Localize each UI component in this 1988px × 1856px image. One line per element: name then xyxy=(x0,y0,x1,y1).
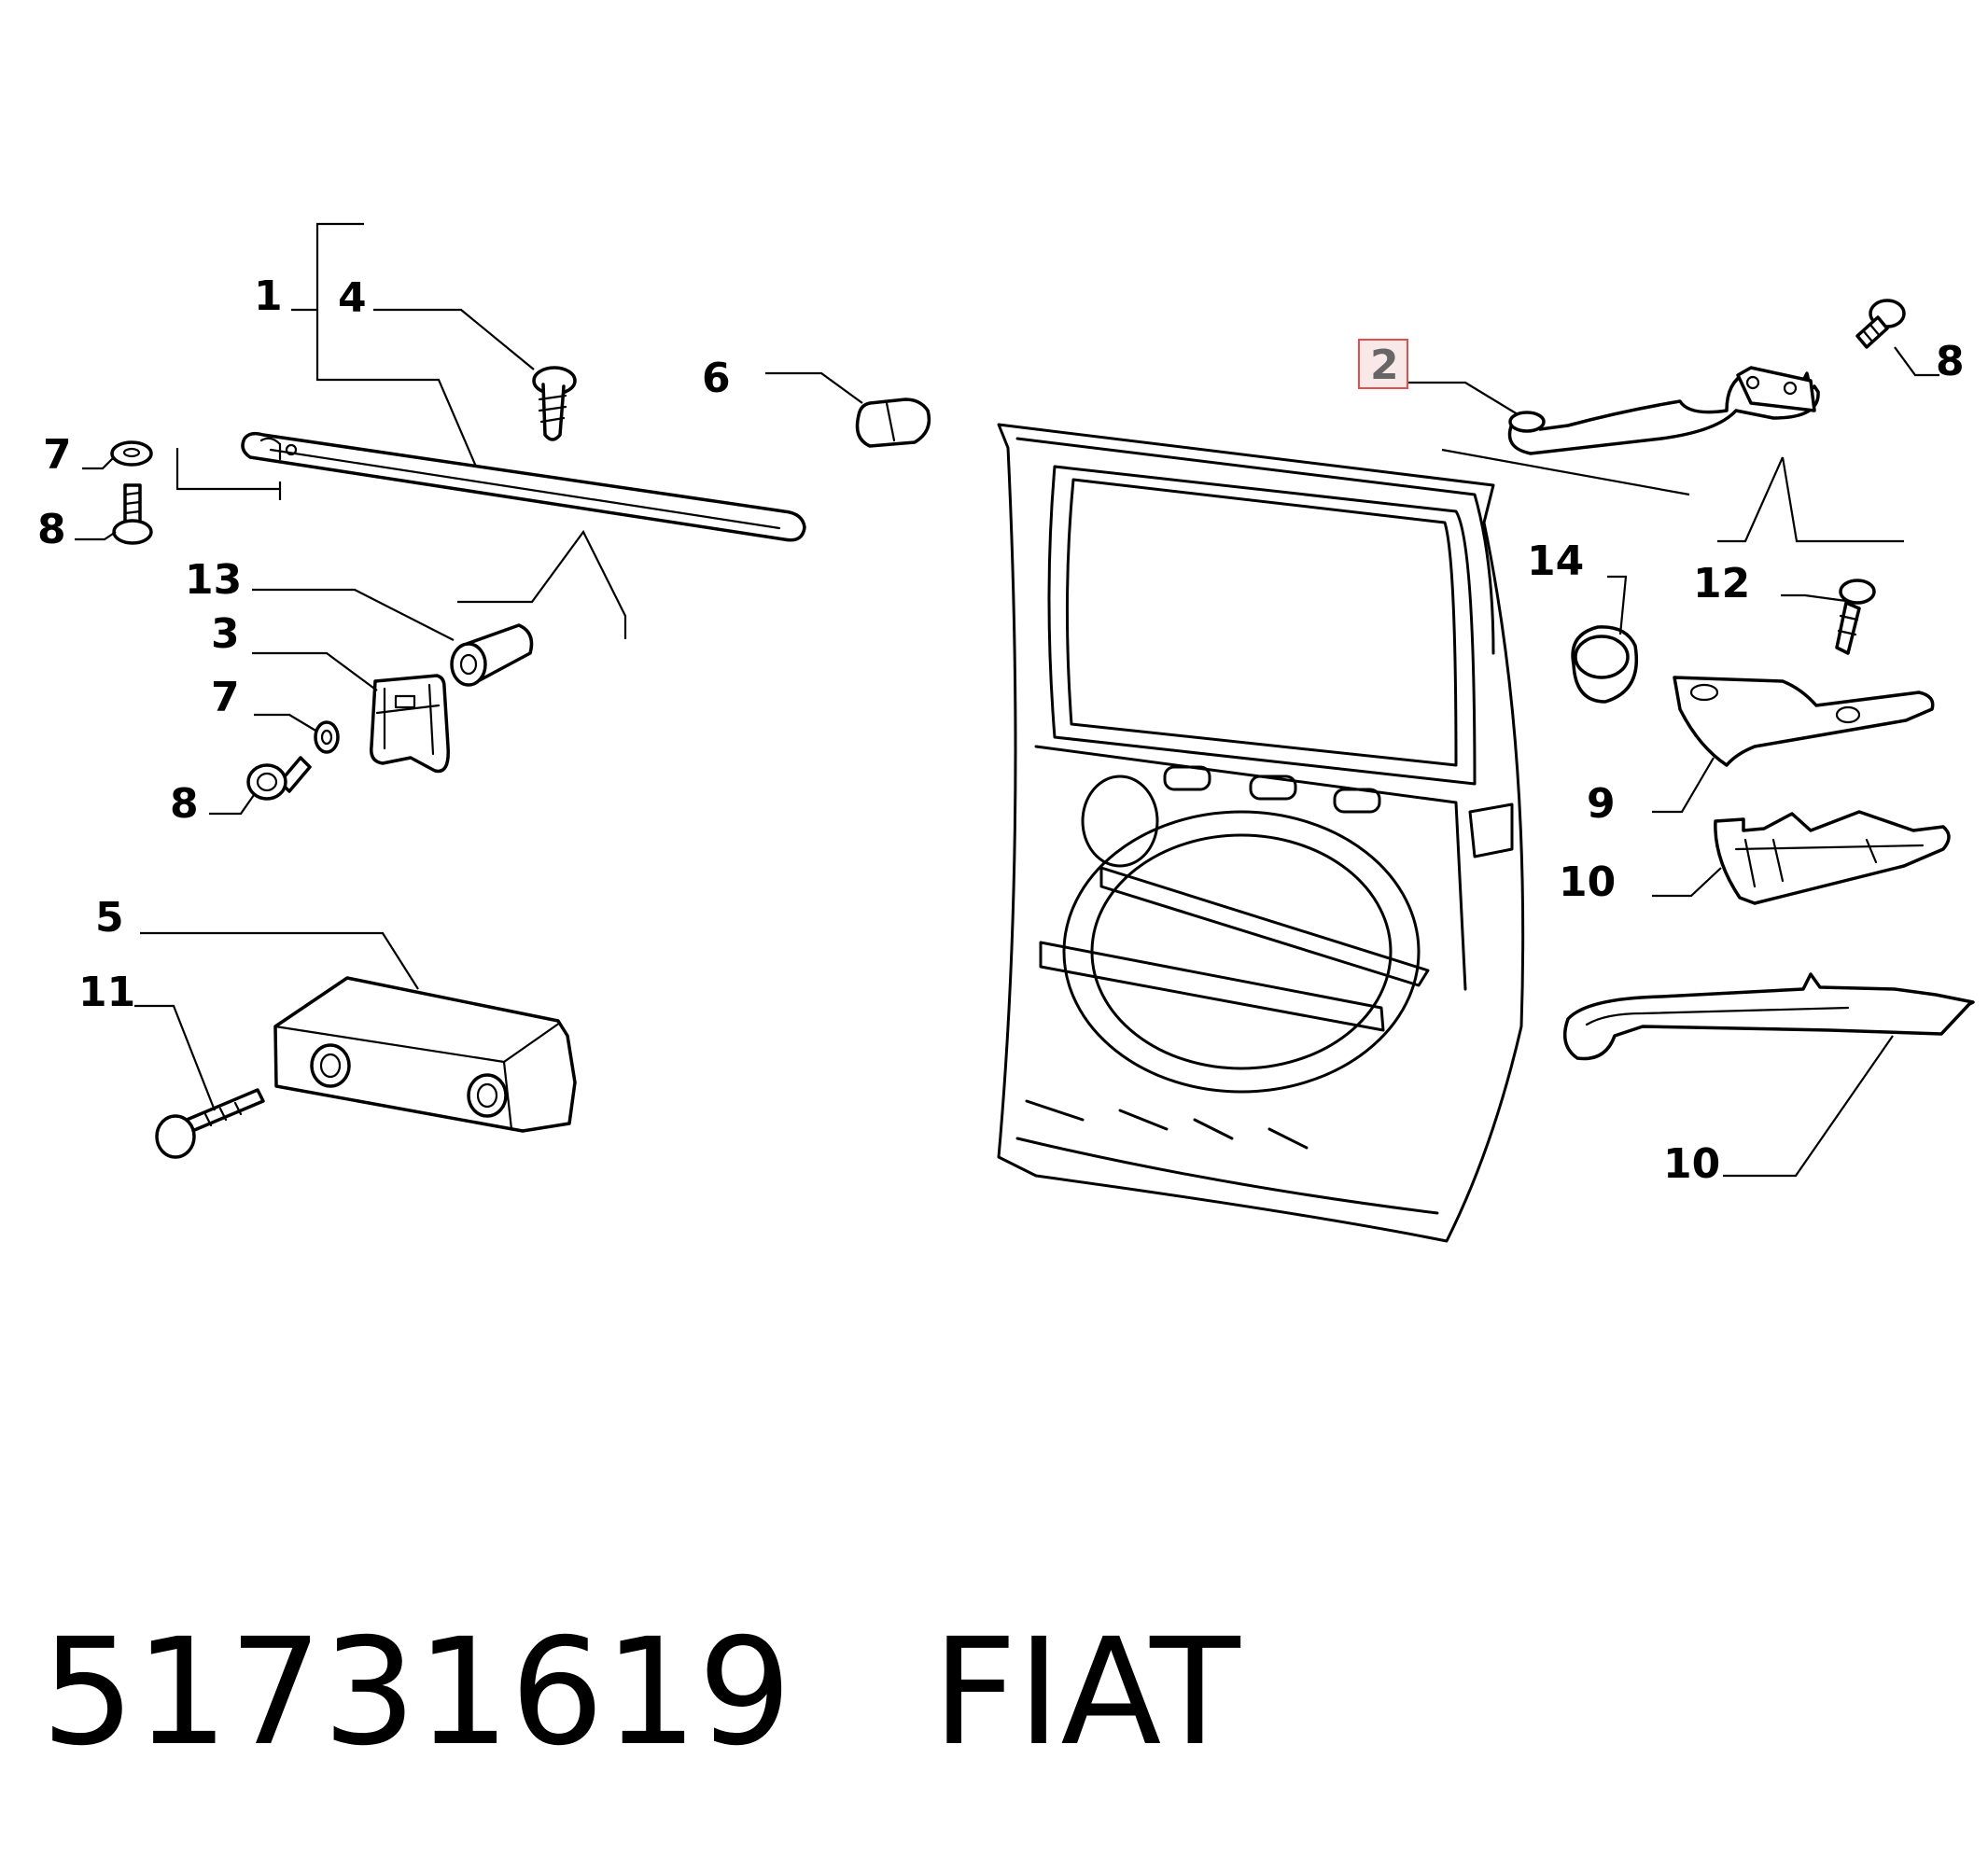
hinge-arm-2-part xyxy=(1507,366,1820,455)
callout-8-top-right[interactable]: 8 xyxy=(1936,338,1965,385)
handle-10-part xyxy=(1562,972,1975,1061)
callout-10-b[interactable]: 10 xyxy=(1663,1140,1720,1188)
bolt-8-top-part xyxy=(112,483,153,545)
callout-9[interactable]: 9 xyxy=(1587,780,1616,828)
screw-4-part xyxy=(532,366,577,441)
callout-12[interactable]: 12 xyxy=(1693,560,1750,607)
bolt-8-mid-part xyxy=(246,756,312,801)
callout-7-mid[interactable]: 7 xyxy=(211,674,240,721)
footer-spacer xyxy=(791,1607,932,1779)
callout-3[interactable]: 3 xyxy=(211,610,240,658)
callout-8-top[interactable]: 8 xyxy=(37,506,66,553)
callout-2-highlight xyxy=(1358,339,1408,389)
brand-name: FIAT xyxy=(931,1607,1240,1779)
callout-10-a[interactable]: 10 xyxy=(1559,858,1616,906)
bracket-3-part xyxy=(370,674,450,774)
screw-12-part xyxy=(1835,579,1876,655)
upper-rail-part xyxy=(241,431,806,542)
expansion-nut-13-part xyxy=(450,623,534,687)
bolt-11-part xyxy=(155,1088,265,1159)
part-number-footer: 51731619 FIAT xyxy=(41,1619,1240,1766)
cap-14-part xyxy=(1571,625,1639,704)
bolt-8-right-part xyxy=(1855,299,1906,349)
handle-housing-10-part xyxy=(1714,810,1951,905)
washer-7-mid-part xyxy=(314,720,340,754)
callout-6[interactable]: 6 xyxy=(702,355,731,402)
trim-9-part xyxy=(1673,676,1935,767)
callout-4[interactable]: 4 xyxy=(338,274,367,322)
housing-5-part xyxy=(273,976,577,1133)
callout-11[interactable]: 11 xyxy=(78,969,135,1016)
washer-7-top-part xyxy=(110,440,153,467)
callout-1[interactable]: 1 xyxy=(254,272,283,320)
part-number: 51731619 xyxy=(41,1607,792,1779)
clip-6-part xyxy=(855,398,931,448)
callout-2[interactable]: 2 xyxy=(1370,342,1399,389)
callout-7-top[interactable]: 7 xyxy=(43,431,72,479)
bracket-lines-group-2 xyxy=(1441,448,1904,543)
callout-5[interactable]: 5 xyxy=(95,894,124,942)
callout-8-mid[interactable]: 8 xyxy=(170,780,199,828)
callout-13[interactable]: 13 xyxy=(185,556,242,604)
callout-14[interactable]: 14 xyxy=(1527,537,1584,585)
door-panel-part xyxy=(997,423,1525,1243)
bracket-lines-group-1 xyxy=(175,222,627,639)
callout-leaders xyxy=(75,308,1939,1178)
